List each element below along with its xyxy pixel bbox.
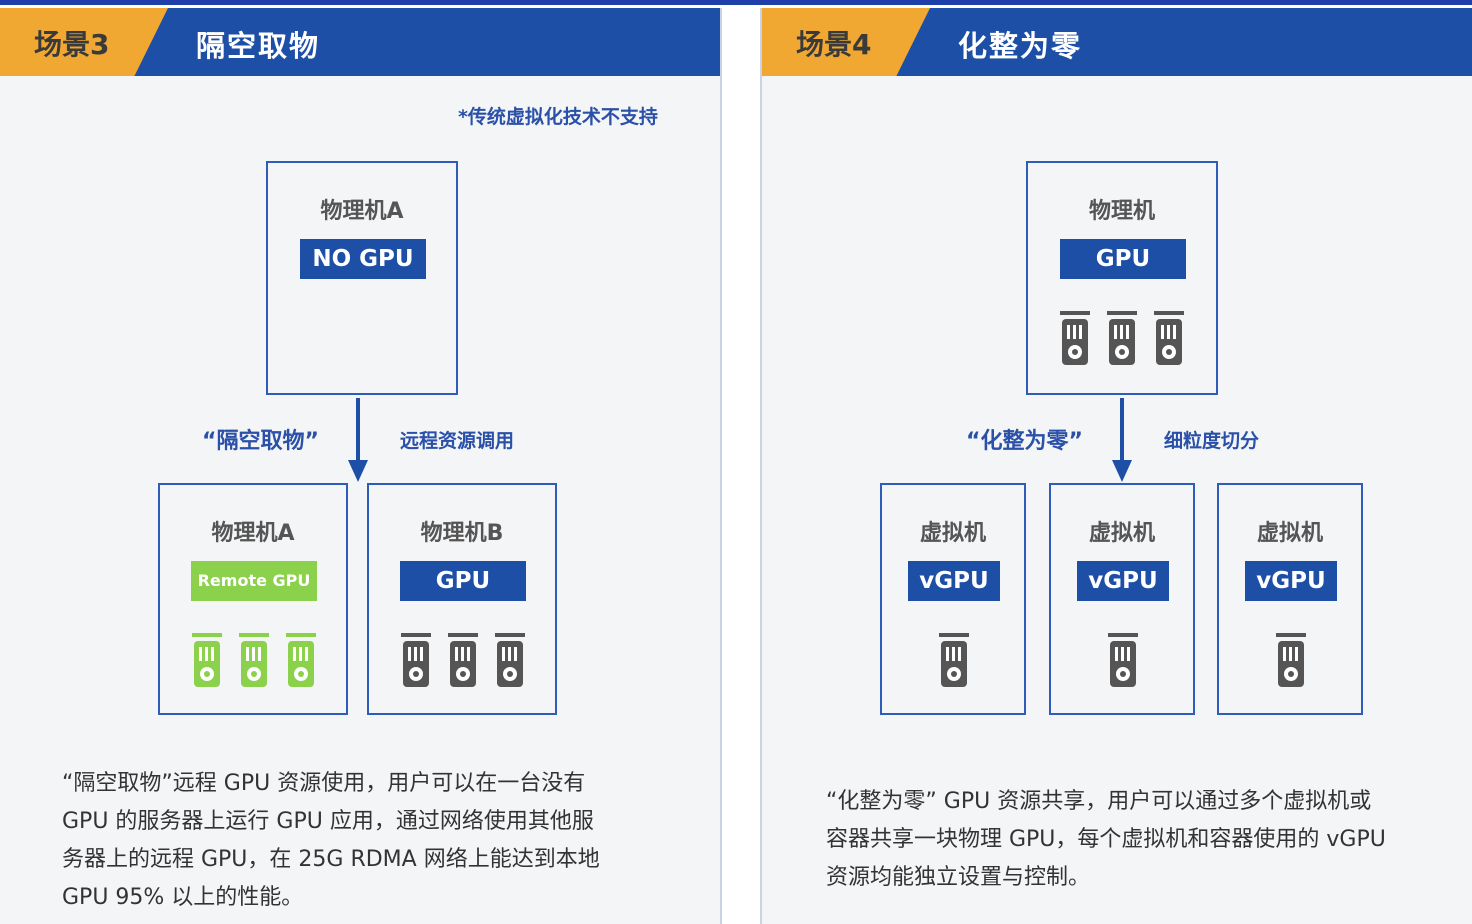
- virtual-machine-1: 虚拟机 vGPU: [880, 483, 1026, 715]
- gpu-card-icon: [1276, 633, 1306, 687]
- scenario-3-tag-label: 场景3: [34, 28, 110, 61]
- gpu-card-icon: [495, 633, 525, 687]
- scenario-3-header: 场景3 隔空取物: [0, 8, 720, 76]
- scenario-3-panel: 场景3 隔空取物 *传统虚拟化技术不支持 物理机A NO GPU “隔空取物” …: [0, 8, 722, 924]
- vgpu-badge: vGPU: [908, 561, 1000, 601]
- scenario-4-header: 场景4 化整为零: [762, 8, 1472, 76]
- gpu-card-icon: [286, 633, 316, 687]
- gpu-card-icon: [1107, 311, 1137, 365]
- remote-gpu-badge: Remote GPU: [191, 561, 317, 601]
- description-line: “隔空取物”远程 GPU 资源使用，用户可以在一台没有: [62, 771, 586, 796]
- down-arrow-icon: [1112, 398, 1132, 482]
- down-arrow-icon: [348, 398, 368, 482]
- physical-machine-a-bottom: 物理机A Remote GPU: [158, 483, 348, 715]
- arrow-label: 远程资源调用: [400, 430, 515, 452]
- gpu-card-icon: [939, 633, 969, 687]
- box-title: 物理机B: [420, 521, 504, 546]
- box-title: 虚拟机: [1088, 521, 1155, 546]
- gpu-card-icon: [401, 633, 431, 687]
- gpu-badge: GPU: [400, 561, 526, 601]
- top-accent-line: [0, 0, 1472, 5]
- arrow-label: 细粒度切分: [1164, 430, 1260, 452]
- description-line: 容器共享一块物理 GPU，每个虚拟机和容器使用的 vGPU: [826, 827, 1386, 852]
- gpu-card-icon: [1060, 311, 1090, 365]
- gpu-card-icon: [192, 633, 222, 687]
- scenario-3-description: “隔空取物”远程 GPU 资源使用，用户可以在一台没有 GPU 的服务器上运行 …: [62, 765, 600, 917]
- box-title: 虚拟机: [1256, 521, 1323, 546]
- gpu-badge: GPU: [1060, 239, 1186, 279]
- scenario-4-panel: 场景4 化整为零 物理机 GPU “化整为零” 细粒度切分 虚拟机 vGPU 虚…: [760, 8, 1472, 924]
- box-title: 物理机A: [211, 521, 295, 546]
- physical-machine-b: 物理机B GPU: [367, 483, 557, 715]
- no-gpu-badge: NO GPU: [300, 239, 426, 279]
- scenario-3-title: 隔空取物: [196, 29, 321, 63]
- description-line: “化整为零” GPU 资源共享，用户可以通过多个虚拟机或: [826, 789, 1372, 814]
- gpu-card-icon: [239, 633, 269, 687]
- box-title: 物理机: [1088, 199, 1155, 224]
- scenario-4-title: 化整为零: [958, 29, 1083, 63]
- gpu-card-icon: [448, 633, 478, 687]
- arrow-quote: “隔空取物”: [202, 429, 319, 454]
- arrow-quote: “化整为零”: [966, 429, 1083, 454]
- description-line: GPU 的服务器上运行 GPU 应用，通过网络使用其他服: [62, 809, 594, 834]
- box-title: 物理机A: [320, 199, 404, 224]
- scenario-4-tag: 场景4: [762, 8, 930, 76]
- vgpu-badge: vGPU: [1245, 561, 1337, 601]
- gpu-card-icon: [1154, 311, 1184, 365]
- description-line: GPU 95% 以上的性能。: [62, 885, 304, 910]
- scenario-3-tag: 场景3: [0, 8, 168, 76]
- description-line: 资源均能独立设置与控制。: [826, 865, 1091, 890]
- vgpu-badge: vGPU: [1077, 561, 1169, 601]
- virtual-machine-2: 虚拟机 vGPU: [1049, 483, 1195, 715]
- description-line: 务器上的远程 GPU，在 25G RDMA 网络上能达到本地: [62, 847, 600, 872]
- physical-machine-top: 物理机 GPU: [1026, 161, 1218, 395]
- physical-machine-a-top: 物理机A NO GPU: [266, 161, 458, 395]
- box-title: 虚拟机: [919, 521, 986, 546]
- unsupported-note: *传统虚拟化技术不支持: [458, 106, 658, 128]
- scenario-4-tag-label: 场景4: [796, 28, 872, 61]
- scenario-4-description: “化整为零” GPU 资源共享，用户可以通过多个虚拟机或 容器共享一块物理 GP…: [826, 783, 1386, 897]
- gpu-card-icon: [1108, 633, 1138, 687]
- virtual-machine-3: 虚拟机 vGPU: [1217, 483, 1363, 715]
